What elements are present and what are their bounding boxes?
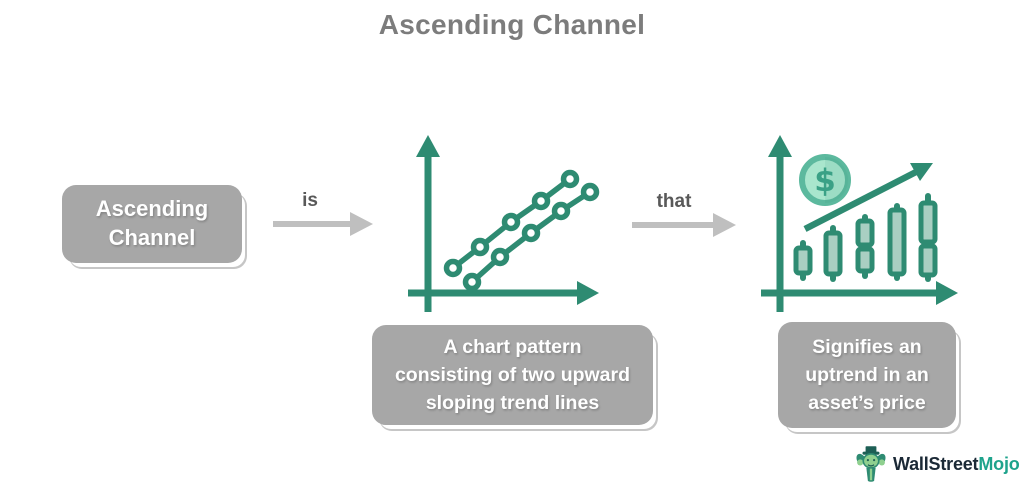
dollar-sign: $ [814,163,836,199]
caption-line: Signifies an [812,335,922,358]
dollar-coin-icon: $ [799,154,851,206]
connector1-label: is [302,190,318,211]
subject-box-line1: Ascending [95,196,209,222]
caption-line: uptrend in an [805,363,929,386]
caption-line: sloping trend lines [425,392,600,415]
logo-text-mojo: Mojo [978,453,1020,474]
page-title: Ascending Channel [378,9,646,40]
caption-line: asset’s price [808,392,926,415]
logo-wordmark: WallStreetMojo [893,454,1020,475]
connector2-label: that [656,191,692,212]
trend-channel-chart-icon [408,135,600,312]
trend-channel-caption-box: A chart pattern consisting of two upward… [372,325,653,425]
subject-box: Ascending Channel [62,185,242,263]
subject-box-line2: Channel [108,225,196,250]
logo-text-wallstreet: WallStreet [893,453,979,474]
wallstreetmojo-logo: WallStreetMojo [854,445,1020,483]
connector2-arrow-line [632,222,713,228]
connector1-arrow-line [273,221,350,227]
bull-mascot-icon [856,446,886,482]
caption-line: consisting of two upward [394,363,631,386]
connector1-arrow-head-icon [350,212,373,236]
uptrend-candlestick-chart-icon: $ [761,135,958,312]
uptrend-caption-box: Signifies an uptrend in an asset’s price [778,322,956,428]
connector2-arrow-head-icon [713,213,736,237]
caption-line: A chart pattern [443,335,582,358]
